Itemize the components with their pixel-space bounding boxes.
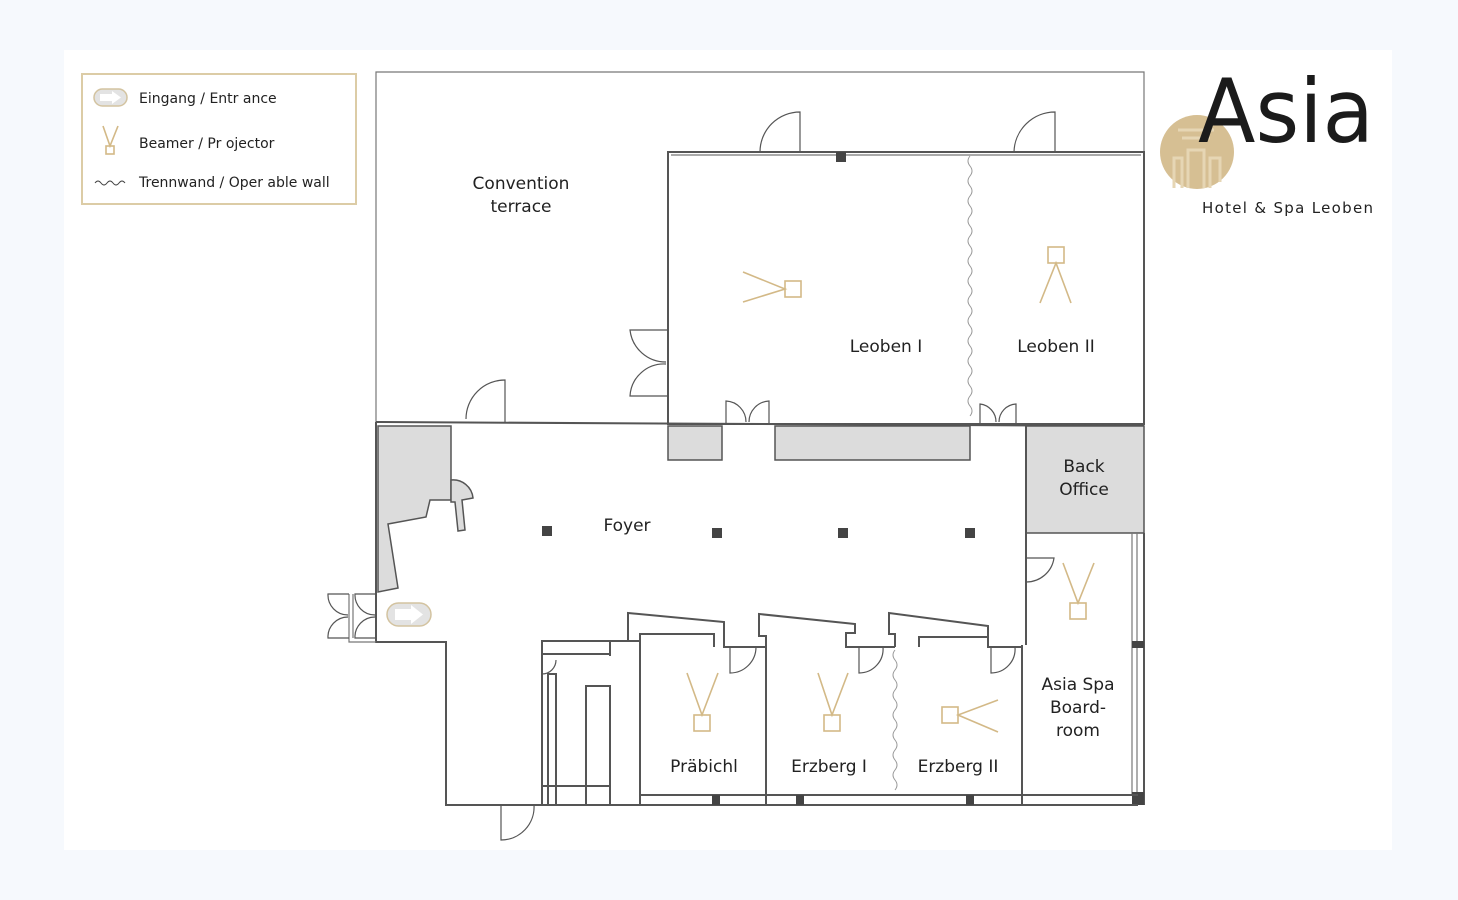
- projector-icon: [102, 125, 119, 155]
- room-label-asia-spa: Asia Spa: [1041, 675, 1114, 695]
- projector-icon: [941, 699, 999, 733]
- room-back-office: Back Office: [1025, 425, 1145, 534]
- operable-wall: [892, 649, 898, 791]
- logo: Asia Hotel & Spa Leoben: [1160, 60, 1374, 217]
- door: [465, 379, 506, 422]
- foyer: Foyer: [327, 421, 1145, 841]
- legend: Eingang / Entr ance Beamer / Pr ojector …: [81, 73, 357, 205]
- projector-icon: [686, 672, 719, 732]
- logo-wordmark: Asia: [1198, 60, 1374, 163]
- entrance-icon[interactable]: [386, 602, 432, 627]
- legend-projector-label: Beamer / Pr ojector: [139, 136, 275, 152]
- projector-icon: [1062, 562, 1095, 620]
- room-label-asia-spa-2: Board-: [1050, 698, 1106, 718]
- room-asia-spa-boardroom: Asia Spa Board- room: [1021, 426, 1145, 805]
- room-label-convention-terrace-2: terrace: [490, 197, 551, 217]
- room-label-erzberg-1: Erzberg I: [791, 757, 867, 777]
- room-label-back-office-2: Office: [1059, 480, 1109, 500]
- legend-operable-wall-label: Trennwand / Oper able wall: [138, 175, 330, 191]
- entrance-icon: [93, 88, 128, 107]
- bottom-rooms: Präbichl Erzberg I Erzberg II: [627, 611, 1138, 806]
- convention-terrace: Convention terrace: [375, 71, 1145, 422]
- room-label-back-office: Back: [1063, 457, 1104, 477]
- room-label-leoben-2: Leoben II: [1017, 337, 1095, 357]
- room-label-asia-spa-3: room: [1056, 721, 1100, 741]
- operable-wall-icon: [94, 180, 126, 186]
- operable-wall: [967, 155, 973, 417]
- room-label-convention-terrace: Convention: [473, 174, 570, 194]
- logo-subtitle: Hotel & Spa Leoben: [1202, 199, 1374, 217]
- legend-entrance-label: Eingang / Entr ance: [139, 91, 277, 107]
- projector-icon: [742, 271, 802, 303]
- projector-icon: [817, 672, 849, 732]
- room-label-foyer: Foyer: [603, 516, 650, 536]
- room-label-praebichl: Präbichl: [670, 757, 738, 777]
- projector-icon: [1039, 246, 1072, 304]
- room-label-leoben-1: Leoben I: [850, 337, 922, 357]
- room-label-erzberg-2: Erzberg II: [918, 757, 999, 777]
